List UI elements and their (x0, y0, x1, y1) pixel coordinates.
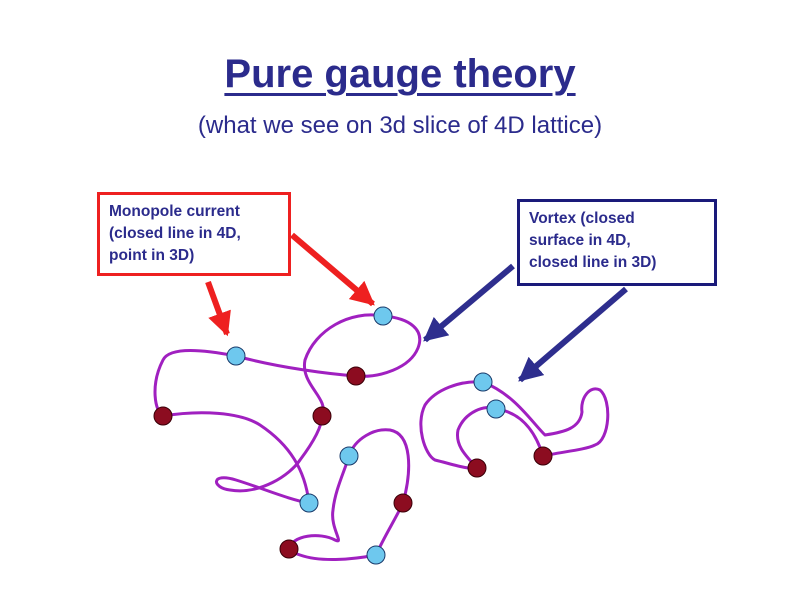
monopole-point (533, 446, 553, 466)
monopole-point (393, 493, 413, 513)
monopole-point (312, 406, 332, 426)
monopole-point (473, 372, 493, 392)
monopole-arrow-2 (290, 232, 375, 307)
page-title: Pure gauge theory (224, 52, 576, 96)
vortex-line-bottom (286, 428, 411, 562)
vortex-arrow-1 (423, 263, 515, 343)
monopole-arrow-1 (205, 280, 231, 337)
monopole-point (226, 346, 246, 366)
monopole-point (486, 399, 506, 419)
vortex-line-left (153, 313, 422, 505)
monopole-point (153, 406, 173, 426)
monopole-point (467, 458, 487, 478)
monopole-points-light (226, 306, 506, 565)
vortex-arrow-2 (518, 286, 628, 383)
vortex-label: Vortex (closed surface in 4D, closed lin… (517, 199, 717, 286)
monopole-point (366, 545, 386, 565)
monopole-point (279, 539, 299, 559)
monopole-current-label: Monopole current (closed line in 4D, poi… (97, 192, 291, 276)
monopole-point (339, 446, 359, 466)
monopole-points-dark (153, 366, 553, 559)
page-subtitle: (what we see on 3d slice of 4D lattice) (197, 112, 603, 139)
vortex-line-right (419, 380, 610, 470)
monopole-point (346, 366, 366, 386)
monopole-point (373, 306, 393, 326)
monopole-point (299, 493, 319, 513)
